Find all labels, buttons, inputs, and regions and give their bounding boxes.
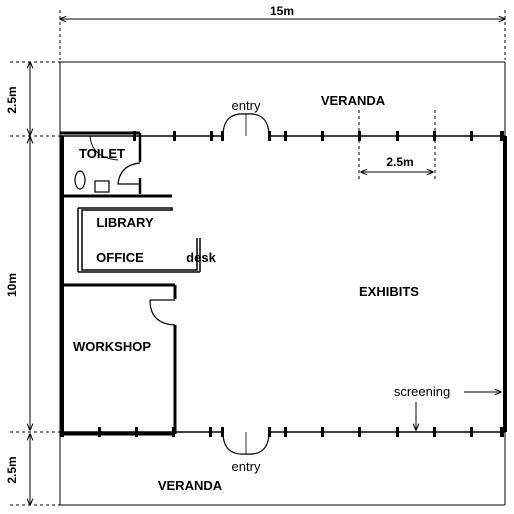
top-veranda-depth-label: 2.5m xyxy=(5,86,19,113)
column-spacing-label: 2.5m xyxy=(386,155,413,169)
dimension-width xyxy=(60,10,505,60)
desk-label: desk xyxy=(186,250,216,265)
top-entry-doors xyxy=(222,113,270,137)
bottom-veranda-label: VERANDA xyxy=(158,478,223,493)
top-entry-label: entry xyxy=(232,98,261,113)
width-label: 15m xyxy=(270,4,294,18)
screening-label: screening xyxy=(394,384,450,399)
main-depth-label: 10m xyxy=(5,273,19,297)
top-veranda-label: VERANDA xyxy=(321,93,386,108)
column-spacing-guides xyxy=(358,110,436,180)
office-label: OFFICE xyxy=(96,250,144,265)
workshop-door xyxy=(149,299,176,326)
workshop-label: WORKSHOP xyxy=(73,339,151,354)
dimension-left xyxy=(10,62,60,505)
bottom-entry-label: entry xyxy=(232,459,261,474)
bottom-entry-doors xyxy=(222,431,270,455)
top-wall xyxy=(60,131,505,137)
toilet-fixtures xyxy=(74,135,141,193)
toilet-label: TOILET xyxy=(79,146,125,161)
exhibits-label: EXHIBITS xyxy=(359,284,419,299)
library-label: LIBRARY xyxy=(96,215,154,230)
interior-walls xyxy=(62,133,201,434)
bottom-wall xyxy=(60,431,505,436)
bottom-veranda-depth-label: 2.5m xyxy=(5,456,19,483)
